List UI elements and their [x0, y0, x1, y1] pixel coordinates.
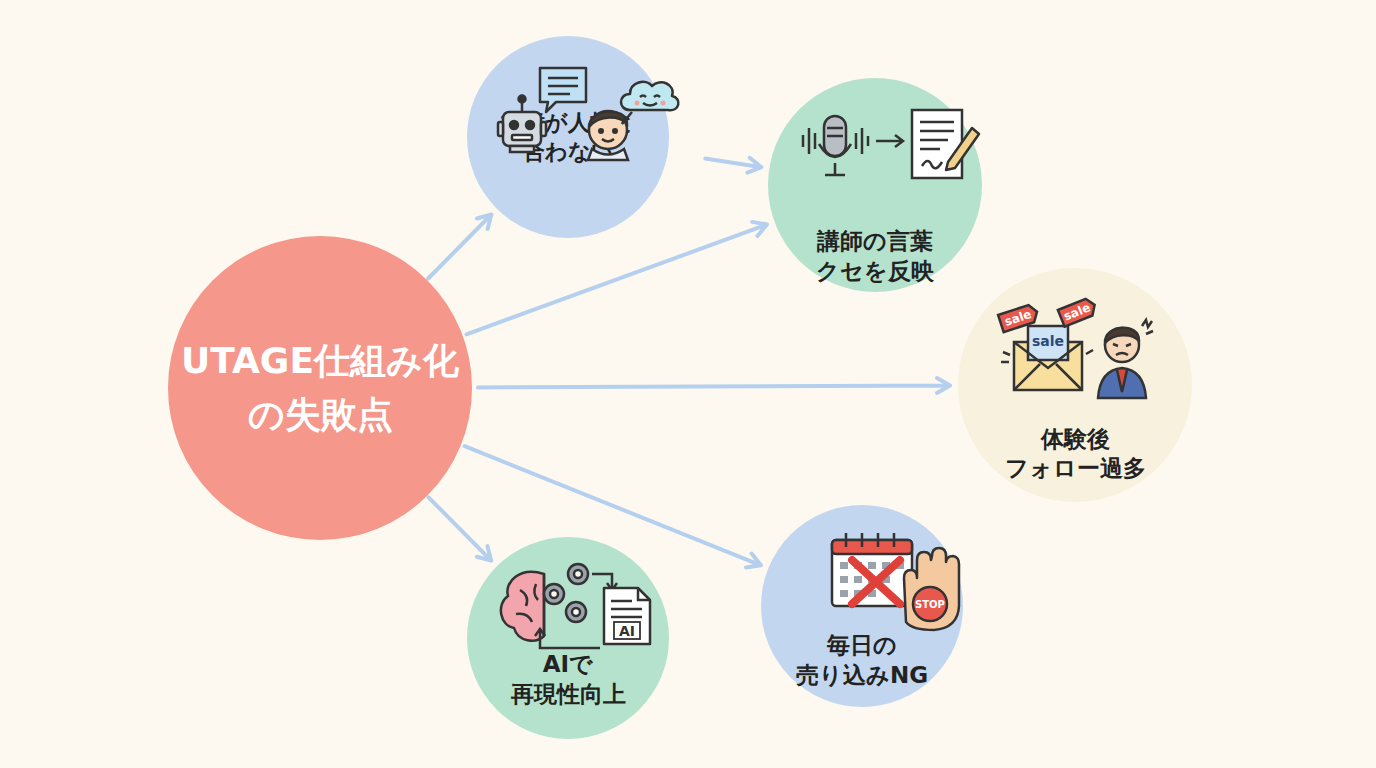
topic-label: AIで 再現性向上: [498, 649, 638, 710]
topic-label: 講師の言葉 クセを反映: [790, 226, 960, 287]
arrow-connector: [467, 222, 768, 335]
microphone-icon: [803, 116, 903, 175]
speech-bubble-icon: [540, 68, 586, 112]
hub-circle: UTAGE仕組み化 の失敗点: [168, 236, 472, 540]
arrow-connector: [429, 497, 492, 560]
robot-icon: [498, 96, 546, 153]
circle-outline: [168, 236, 472, 540]
circle-fill: [467, 537, 669, 739]
topic-circle: 講師の言葉 クセを反映: [768, 78, 982, 292]
ai-document-icon: [604, 588, 650, 644]
brain-gears-icon: [501, 564, 617, 648]
hub-title: UTAGE仕組み化 の失敗点: [175, 334, 465, 442]
circle-fill: [467, 36, 669, 238]
circle-outline: [467, 537, 669, 739]
stop-hand-icon: [904, 548, 959, 630]
circle-fill: [958, 268, 1192, 502]
arrow-connector: [428, 215, 491, 279]
topic-circle: 毎日の 売り込みNG: [761, 505, 963, 707]
stressed-person-icon: [1098, 320, 1153, 398]
arrow-connector: [478, 378, 950, 393]
topic-label: 文章が人柄と 合わない: [483, 108, 653, 166]
circle-fill: [761, 505, 963, 707]
arrow-connector: [705, 158, 761, 173]
cloud-face-icon: [621, 82, 678, 124]
topic-circle: 文章が人柄と 合わない: [467, 36, 669, 238]
calendar-x-icon: [832, 533, 912, 606]
circle-fill: [768, 78, 982, 292]
topic-label: 毎日の 売り込みNG: [787, 630, 937, 691]
topic-circle: 体験後 フォロー過多: [958, 268, 1192, 502]
circle-outline: [467, 36, 669, 238]
person-icon: [588, 111, 628, 160]
topic-circle: AIで 再現性向上: [467, 537, 669, 739]
document-pen-icon: [912, 110, 979, 178]
sale-envelope-icon: [998, 297, 1098, 390]
circle-fill: [168, 236, 472, 540]
topic-label: 体験後 フォロー過多: [990, 425, 1160, 483]
